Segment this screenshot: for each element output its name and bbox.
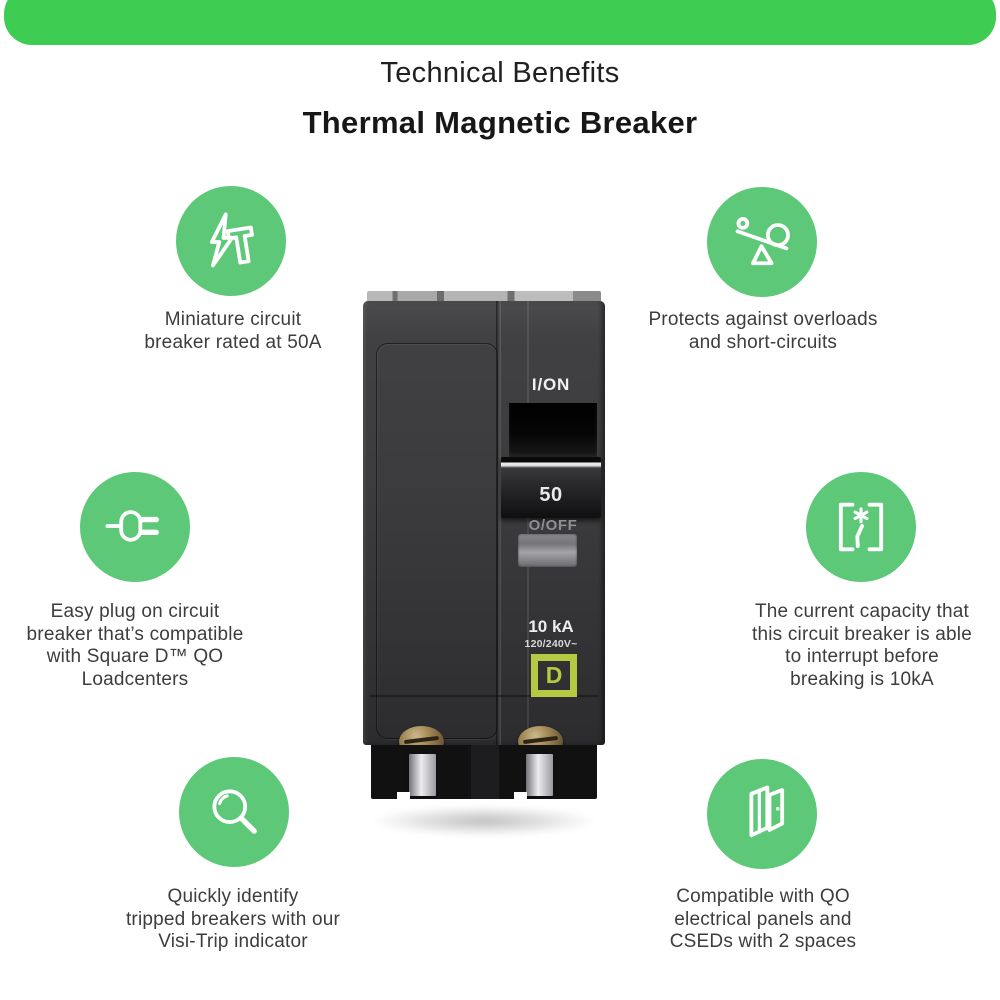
page-subtitle: Thermal Magnetic Breaker bbox=[302, 105, 698, 140]
feature-text-plug-on: Easy plug on circuit breaker that’s comp… bbox=[26, 601, 244, 690]
breaker-product-photo: I/ON 50 O/OFF 10 kA 120/240V~ D bbox=[363, 291, 605, 839]
voltage-label: 120/240V~ bbox=[524, 638, 578, 650]
feature-text-overload: Protects against overloads and short-cir… bbox=[648, 309, 878, 353]
feature-icon-visi-trip bbox=[179, 757, 289, 867]
base-notch bbox=[514, 792, 527, 799]
plug-icon bbox=[105, 510, 159, 542]
breaker-groove bbox=[496, 301, 501, 745]
feature-icon-plug-on bbox=[80, 472, 190, 582]
feature-icon-miniature bbox=[176, 186, 286, 296]
on-label: I/ON bbox=[531, 375, 571, 394]
panel-cabinet-icon bbox=[749, 785, 785, 838]
balance-scale-icon bbox=[735, 217, 790, 266]
breaker-body bbox=[363, 301, 605, 745]
breaker-base-divider bbox=[471, 745, 499, 799]
breaker-base bbox=[371, 745, 597, 799]
feature-icon-panels bbox=[707, 759, 817, 869]
breaker-panel-seam bbox=[376, 343, 498, 739]
page-title: Technical Benefits bbox=[380, 57, 620, 89]
breaker-groove bbox=[527, 301, 529, 745]
visi-trip-window bbox=[518, 534, 577, 567]
interrupt-rating-label: 10 kA bbox=[528, 617, 574, 636]
magnifier-icon bbox=[212, 789, 257, 834]
top-accent-bar bbox=[4, 0, 996, 45]
lightning-bolt-icon bbox=[209, 212, 254, 268]
square-d-logo: D bbox=[531, 654, 577, 697]
square-d-letter: D bbox=[545, 662, 563, 688]
base-notch bbox=[397, 792, 410, 799]
breaker-interrupt-icon bbox=[838, 502, 884, 552]
feature-text-interrupt: The current capacity that this circuit b… bbox=[752, 601, 972, 690]
amp-rating-label: 50 bbox=[539, 484, 563, 506]
breaker-toggle-handle: 50 bbox=[501, 457, 601, 518]
feature-text-panels: Compatible with QO electrical panels and… bbox=[669, 886, 857, 952]
off-label: O/OFF bbox=[528, 517, 578, 534]
feature-icon-interrupt bbox=[806, 472, 916, 582]
breaker-top-tabs bbox=[367, 291, 601, 302]
metal-clip-left bbox=[409, 754, 436, 796]
breaker-reflection bbox=[373, 806, 595, 836]
feature-text-visi-trip: Quickly identify tripped breakers with o… bbox=[125, 886, 341, 952]
feature-icon-overload bbox=[707, 187, 817, 297]
metal-clip-right bbox=[526, 754, 553, 796]
breaker-step-line bbox=[369, 695, 599, 697]
toggle-slot bbox=[509, 403, 597, 458]
feature-text-miniature: Miniature circuit breaker rated at 50A bbox=[144, 309, 322, 353]
